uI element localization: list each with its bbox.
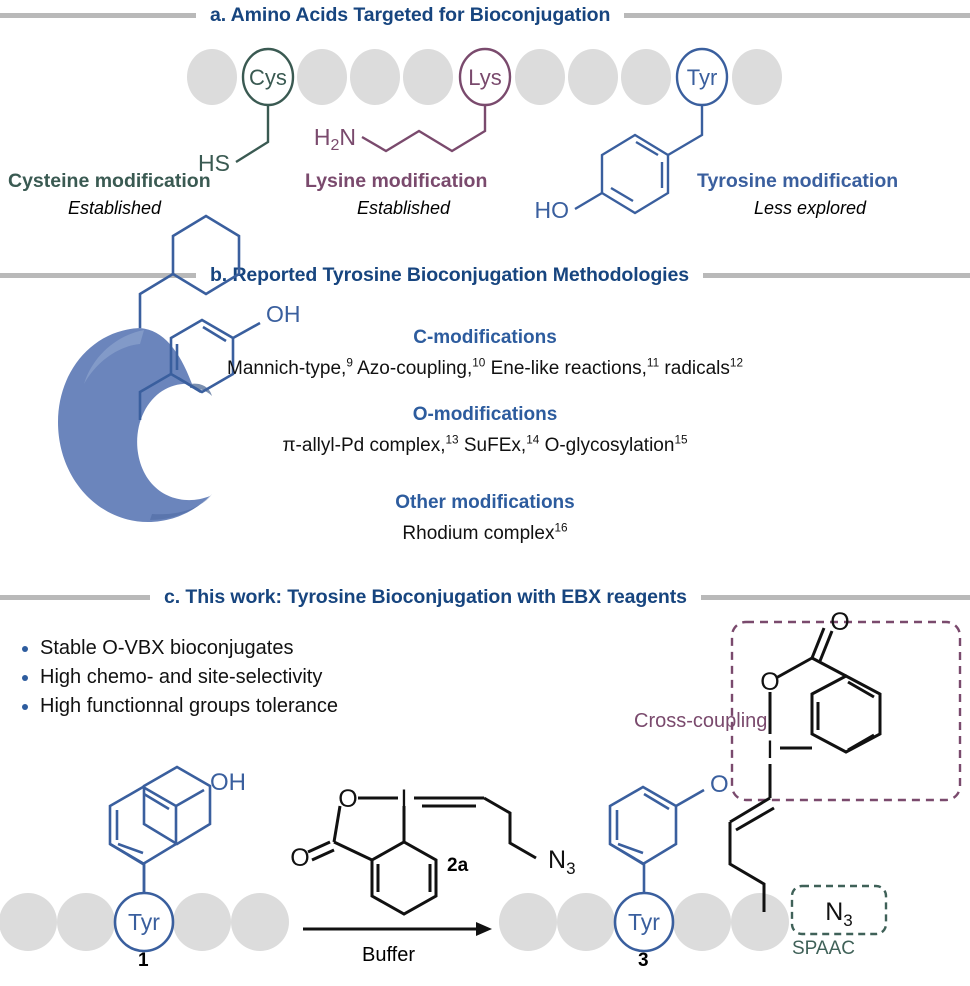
bullet-dot-icon <box>22 646 28 652</box>
item-azo: Azo-coupling,10 <box>357 356 486 379</box>
panel-c-product-peptide: Tyr O <box>499 760 830 986</box>
item-mannich: Mannich-type,9 <box>227 356 353 379</box>
list-item: High functionnal groups tolerance <box>18 692 338 721</box>
ebx-reagent-graphic: O I O N3 <box>288 780 608 916</box>
residue-lys <box>361 47 512 153</box>
protein-blob-icon <box>58 328 212 522</box>
panel-c-header: c. This work: Tyrosine Bioconjugation wi… <box>0 586 970 609</box>
group-items-o-mod: π-allyl-Pd complex,13 SuFEx,14 O-glycosy… <box>0 433 970 457</box>
lysine-status: Established <box>357 198 451 218</box>
item-allyl-pd: π-allyl-Pd complex,13 <box>282 433 459 456</box>
header-rule-right-b <box>703 273 970 278</box>
item-ene: Ene-like reactions,11 <box>490 356 660 379</box>
cross-coupling-highlight-box <box>730 620 962 802</box>
group-title-o-mod: O-modifications <box>412 404 558 425</box>
panel-b-phenol: OH <box>40 300 340 460</box>
panel-c-reactant: Tyr <box>0 760 330 986</box>
item-rhodium: Rhodium complex16 <box>402 521 568 544</box>
panel-b-oh-label: OH <box>266 301 301 327</box>
panel-b-header: b. Reported Tyrosine Bioconjugation Meth… <box>0 264 970 287</box>
residue-tyr-product <box>608 785 705 953</box>
vbx-iodine-label: I <box>767 736 774 764</box>
panel-a-header: a. Amino Acids Targeted for Bioconjugati… <box>0 4 970 27</box>
header-rule-left-b <box>0 273 196 278</box>
item-radicals: radicals12 <box>664 356 743 379</box>
bullet-dot-icon <box>22 704 28 710</box>
peptide-bead-chain <box>187 49 782 105</box>
cross-coupling-label: Cross-coupling <box>634 710 768 732</box>
tyrosine-status: Less explored <box>754 198 867 218</box>
list-item: Stable O-VBX bioconjugates <box>18 634 338 663</box>
list-item: High chemo- and site-selectivity <box>18 663 338 692</box>
spaac-azide-box: N3 <box>790 884 888 936</box>
tyrosine-modification-label: Tyrosine modification <box>697 170 899 192</box>
group-items-other-mod: Rhodium complex16 <box>0 521 970 545</box>
panel-c-reactant-phenol: OH <box>0 760 330 900</box>
arrow-condition-label: Buffer <box>362 944 415 966</box>
header-rule-left-c <box>0 595 150 600</box>
product-vbx-graphic: O I O <box>700 608 970 932</box>
panel-a-graphic: Cys HS Lys H2N Tyr HO <box>0 38 970 228</box>
compound-label-3: 3 <box>638 950 649 971</box>
residue-tyr-label: Tyr <box>687 65 718 90</box>
ebx-iodine-label: I <box>401 785 408 813</box>
compound-label-1: 1 <box>138 950 149 971</box>
spaac-label: SPAAC <box>792 938 856 959</box>
compound-label-2a: 2a <box>447 855 469 876</box>
residue-tyr <box>574 47 729 215</box>
list-item-label: Stable O-VBX bioconjugates <box>40 637 294 659</box>
peptide-bead-chain-reactant <box>0 893 289 951</box>
group-items-c-mod: Mannich-type,9 Azo-coupling,10 Ene-like … <box>0 356 970 380</box>
ebx-ring-oxygen-label: O <box>338 785 357 813</box>
cysteine-modification-label: Cysteine modification <box>8 170 211 192</box>
bullet-dot-icon <box>22 675 28 681</box>
header-rule-right-c <box>700 595 970 600</box>
residue-lys-label: Lys <box>468 65 501 90</box>
panel-b-title: b. Reported Tyrosine Bioconjugation Meth… <box>210 264 689 286</box>
header-rule-left <box>0 13 196 18</box>
reaction-arrow <box>300 918 500 944</box>
panel-c-title: c. This work: Tyrosine Bioconjugation wi… <box>164 586 687 608</box>
item-sufex: SuFEx,14 <box>463 433 540 456</box>
panel-b-graphic <box>40 214 300 565</box>
residue-tyr-label-reactant: Tyr <box>128 909 160 935</box>
product-ether-oxygen-label: O <box>710 771 729 798</box>
cys-thiol-label: HS <box>198 150 230 176</box>
cysteine-status: Established <box>68 198 162 218</box>
group-title-c-mod: C-modifications <box>413 327 557 348</box>
panel-a-title: a. Amino Acids Targeted for Bioconjugati… <box>210 4 611 26</box>
ebx-carbonyl-oxygen-label: O <box>290 844 309 872</box>
item-oglyco: O-glycosylation15 <box>544 433 688 456</box>
tyrosine-sidechain-b <box>138 214 241 328</box>
group-title-other-mod: Other modifications <box>395 492 575 513</box>
product-azide-label: N3 <box>825 898 853 930</box>
list-item-label: High chemo- and site-selectivity <box>40 666 323 688</box>
peptide-bead-chain-product <box>499 893 789 951</box>
vbx-ring-oxygen-label: O <box>760 668 779 696</box>
reactant-oh-label: OH <box>210 769 246 796</box>
spaac-highlight-box <box>790 884 888 936</box>
lys-amine-label: H2N <box>314 124 356 154</box>
residue-cys-label: Cys <box>249 65 287 90</box>
lysine-modification-label: Lysine modification <box>305 170 488 192</box>
vbx-carbonyl-oxygen-label: O <box>830 608 849 636</box>
header-rule-right <box>624 13 970 18</box>
residue-cys <box>235 47 295 164</box>
list-item-label: High functionnal groups tolerance <box>40 695 338 717</box>
residue-tyr-label-product: Tyr <box>628 909 660 935</box>
highlights-list: Stable O-VBX bioconjugates High chemo- a… <box>18 634 338 721</box>
tyr-phenol-label: HO <box>535 197 570 223</box>
